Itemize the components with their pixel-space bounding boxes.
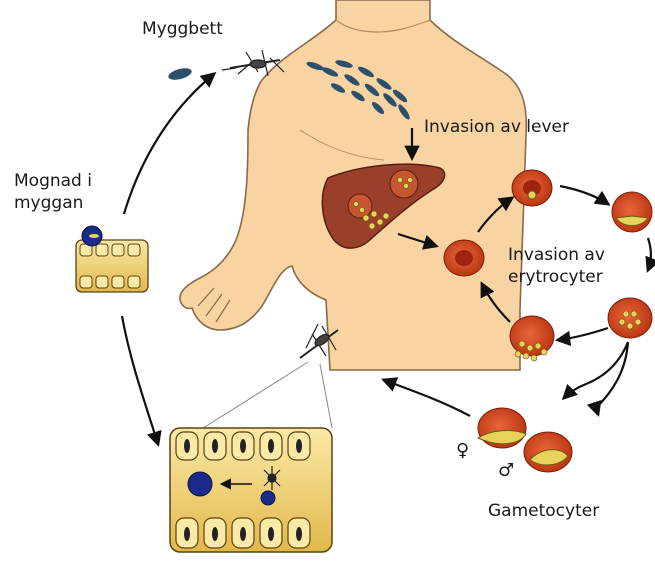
female-gametocyte (478, 408, 526, 448)
ookinete-icon (188, 472, 212, 496)
mosquito-gut-large (170, 428, 332, 552)
arrow-gametocytes-to-mosquito (384, 380, 470, 416)
arrow-rbc3-to-rbc4 (648, 238, 651, 270)
gametocytes (478, 408, 572, 472)
arrow-gut-to-maturation (122, 316, 158, 444)
rbc-merozoite-entry (444, 240, 484, 276)
rbc-ring-stage (512, 170, 552, 206)
arrow-rbc4-to-rbc5 (558, 328, 608, 340)
label-rbc-invasion-line1: Invasion av (508, 244, 605, 266)
rbc-schizont (608, 298, 652, 338)
male-symbol: ♂ (498, 460, 514, 482)
sporozoite-injected-icon (167, 66, 193, 82)
arrow-maturation-to-bite (124, 74, 214, 214)
zygote-icon (261, 491, 275, 505)
arrow-rbc2-to-rbc3 (560, 186, 608, 204)
arrow-branch-to-gametocytes (586, 342, 628, 408)
label-liver-invasion: Invasion av lever (424, 116, 569, 138)
label-rbc-invasion-line2: erytrocyter (508, 266, 603, 288)
zoom-lines (200, 362, 332, 430)
hepatocyte-infected (390, 170, 418, 198)
mosquito-gut-small (76, 226, 148, 292)
female-symbol: ♀ (456, 440, 469, 462)
label-maturation-line2: myggan (14, 192, 83, 214)
rbc-rupture (510, 316, 554, 361)
label-gametocytes: Gametocyter (488, 500, 599, 522)
male-gametocyte (524, 432, 572, 472)
hepatocyte-infected (348, 194, 372, 218)
label-bite: Myggbett (142, 18, 223, 40)
rbc-trophozoite (612, 192, 652, 232)
label-maturation-line1: Mognad i (14, 170, 92, 192)
